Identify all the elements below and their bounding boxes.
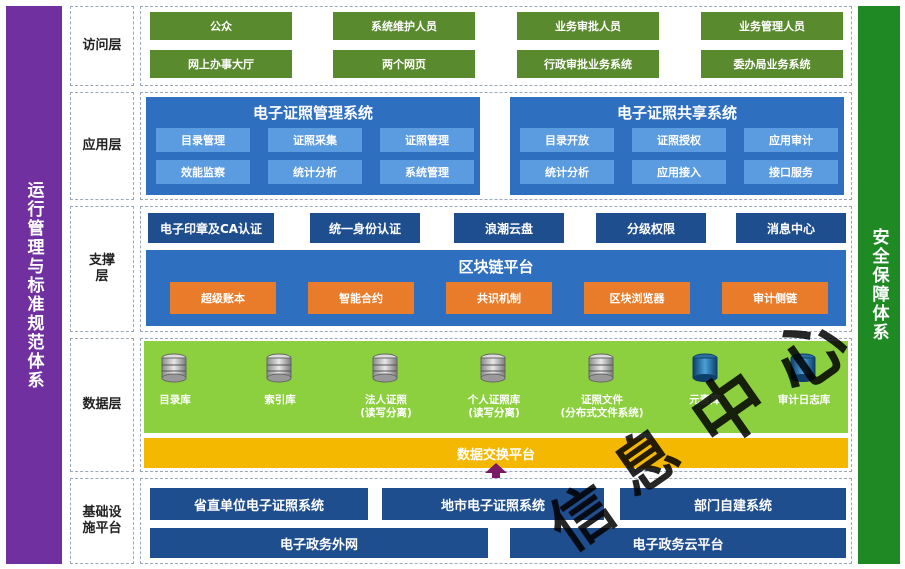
database-name: 法人证照 [365,394,407,406]
database-label: 审计日志库 [764,394,844,407]
infra-network: 电子政务云平台 [510,528,846,558]
app-module: 证照采集 [268,128,362,152]
layer-label-access: 访问层 [70,6,134,86]
database-note: (读写分离) [360,407,412,419]
layer-label-support: 支撑层 [70,206,134,332]
support-service: 电子印章及CA认证 [148,213,274,243]
infra-system: 省直单位电子证照系统 [150,488,368,520]
database-icon [372,353,398,387]
database-icon [692,353,718,387]
database-icon [266,353,292,387]
access-item: 网上办事大厅 [150,50,292,78]
blockchain-module: 超级账本 [170,282,276,314]
app-module: 统计分析 [268,160,362,184]
access-item: 系统维护人员 [333,12,475,40]
access-item: 业务审批人员 [517,12,659,40]
cert-sharing-title: 电子证照共享系统 [616,104,737,122]
database-label: 元素库 [670,394,740,407]
app-module: 应用接入 [632,160,726,184]
operations-standards-column: 运行管理与标准规范体系 [6,6,62,564]
database-note: (读写分离) [468,407,520,419]
database-name: 索引库 [264,394,296,406]
up-arrow-icon [485,463,507,491]
app-module: 证照管理 [380,128,474,152]
app-module: 系统管理 [380,160,474,184]
support-service: 统一身份认证 [310,213,420,243]
app-module: 目录管理 [156,128,250,152]
access-item: 两个网页 [333,50,475,78]
blockchain-module: 智能合约 [308,282,414,314]
database-name: 个人证照库 [467,394,521,406]
app-module: 接口服务 [744,160,838,184]
blockchain-module: 区块浏览器 [584,282,690,314]
access-item: 业务管理人员 [701,12,843,40]
cert-management-title: 电子证照管理系统 [252,104,373,122]
database-label: 个人证照库(读写分离) [450,394,538,420]
database-label: 索引库 [245,394,315,407]
database-label: 证照文件(分布式文件系统) [548,394,656,420]
layer-label-data: 数据层 [70,338,134,472]
support-service: 消息中心 [736,213,846,243]
database-name: 证照文件 [581,394,623,406]
database-name: 审计日志库 [777,394,831,406]
database-icon [588,353,614,387]
database-note: (分布式文件系统) [560,407,644,419]
infra-system: 部门自建系统 [620,488,846,520]
access-item: 行政审批业务系统 [517,50,659,78]
security-label: 安全保障体系 [868,228,889,342]
support-service: 分级权限 [596,213,706,243]
app-module: 统计分析 [520,160,614,184]
layer-label-text: 基础设施平台 [82,505,122,536]
layer-label-text: 数据层 [82,397,122,412]
layer-label-infra: 基础设施平台 [70,478,134,564]
layer-label-text: 访问层 [82,38,122,53]
app-module: 效能监察 [156,160,250,184]
access-item: 委办局业务系统 [701,50,843,78]
database-icon [161,353,187,387]
layer-label-text: 支撑层 [88,253,115,284]
database-icon [790,353,816,387]
infra-network: 电子政务外网 [150,528,488,558]
access-item: 公众 [150,12,292,40]
blockchain-module: 审计侧链 [722,282,828,314]
app-module: 目录开放 [520,128,614,152]
database-label: 法人证照(读写分离) [344,394,428,420]
infra-system: 地市电子证照系统 [382,488,604,520]
database-icon [480,353,506,387]
blockchain-title: 区块链平台 [458,258,534,276]
support-service: 浪潮云盘 [454,213,564,243]
database-name: 元素库 [689,394,721,406]
app-module: 证照授权 [632,128,726,152]
blockchain-module: 共识机制 [446,282,552,314]
security-column: 安全保障体系 [858,6,900,564]
operations-standards-label: 运行管理与标准规范体系 [23,180,44,390]
database-name: 目录库 [159,394,191,406]
layer-label-text: 应用层 [82,138,122,153]
layer-label-application: 应用层 [70,92,134,200]
app-module: 应用审计 [744,128,838,152]
database-label: 目录库 [140,394,210,407]
